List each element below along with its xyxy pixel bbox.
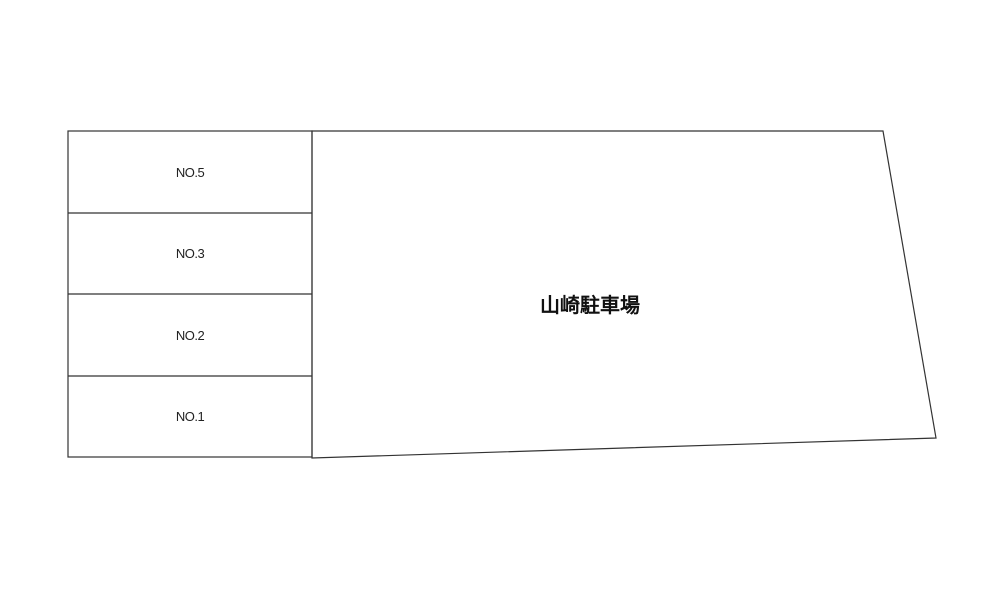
lot-label-no2: NO.2	[175, 328, 205, 343]
main-parking-title: 山崎駐車場	[540, 293, 640, 317]
lot-label-no3: NO.3	[175, 246, 205, 261]
lot-label-no1: NO.1	[175, 409, 205, 424]
lot-label-no5: NO.5	[175, 165, 205, 180]
